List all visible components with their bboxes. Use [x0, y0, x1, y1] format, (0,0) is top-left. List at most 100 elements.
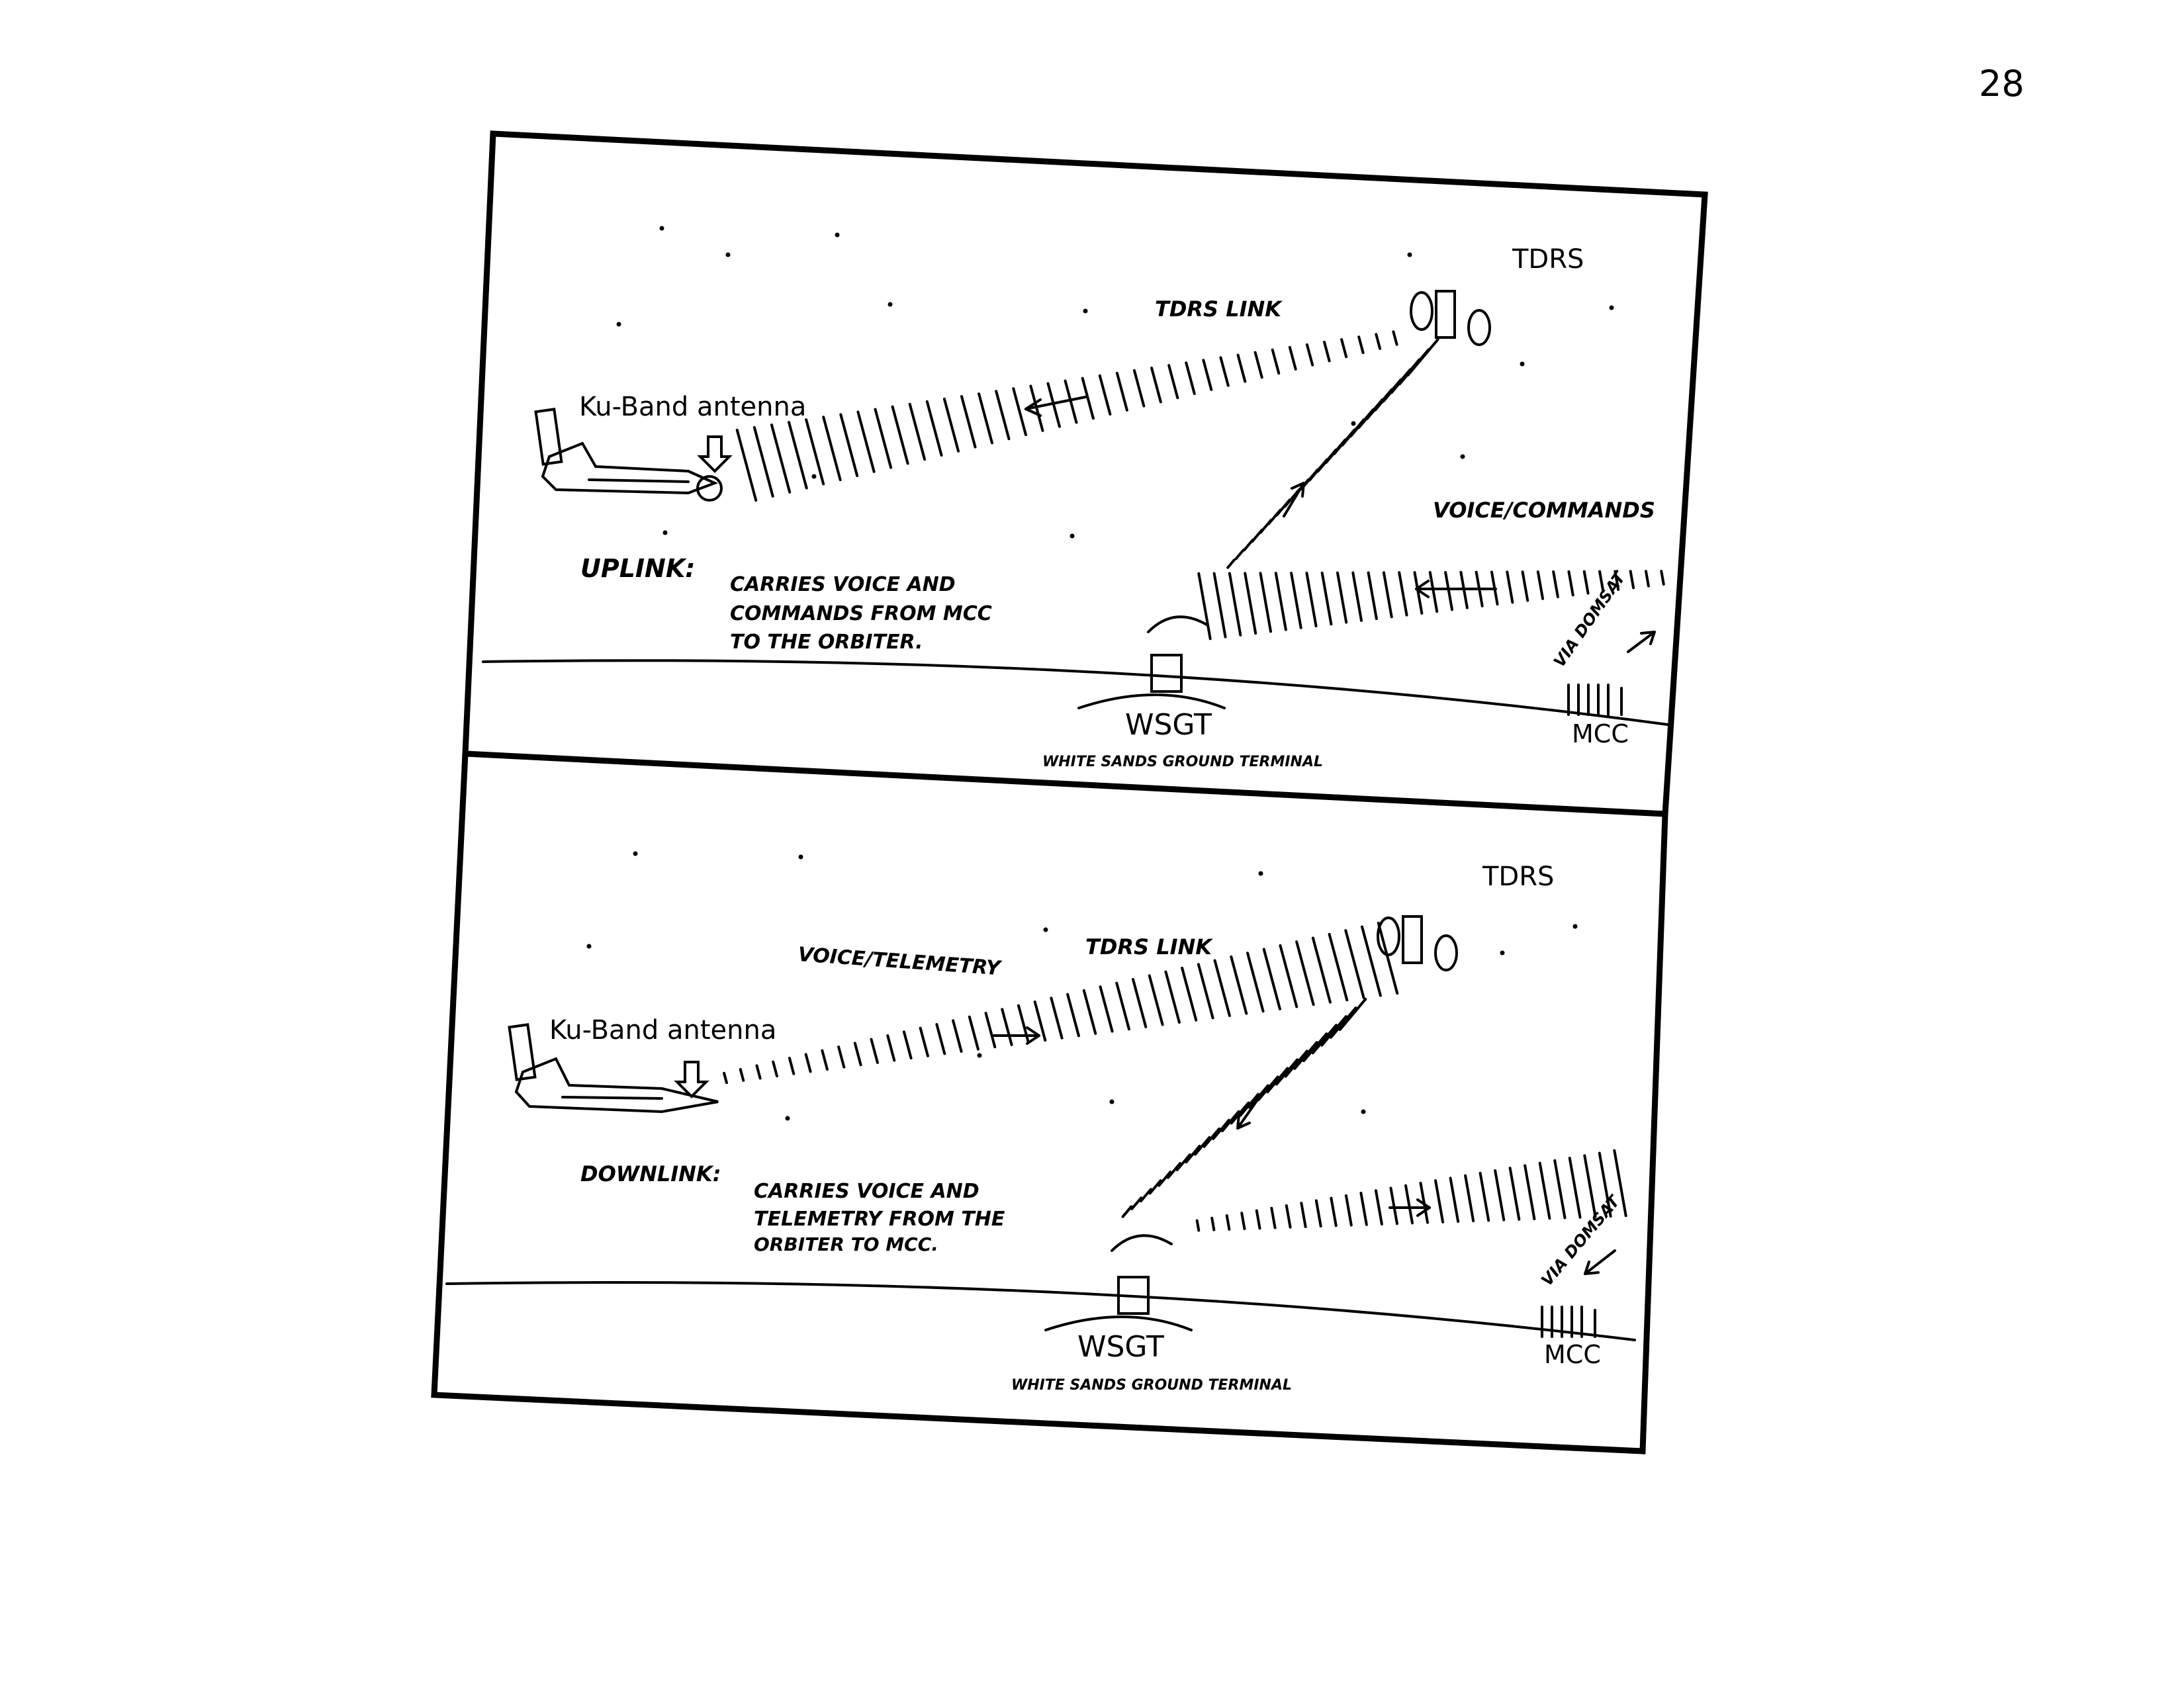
- via-domsat-label: VIA DOMSAT: [1537, 1191, 1624, 1289]
- beam-hatch-line: [1344, 1194, 1353, 1227]
- beam-hatch-line: [1274, 572, 1287, 631]
- tdrs-label: TDRS: [1482, 862, 1554, 892]
- star-dot: [659, 226, 664, 231]
- beam-hatch-line: [1275, 1058, 1299, 1086]
- downlink-panel-frame: [431, 750, 1668, 1454]
- beam-hatch-line: [821, 1049, 829, 1071]
- tdrs-satellite-icon: [1377, 915, 1458, 971]
- wsgt-full-label: WHITE SANDS GROUND TERMINAL: [1011, 1377, 1292, 1394]
- mcc-label: MCC: [1572, 719, 1629, 748]
- beam-hatch-line: [1660, 570, 1665, 586]
- beam-hatch-line: [1508, 1167, 1521, 1221]
- beam-hatch-line: [1115, 981, 1130, 1031]
- beam-hatch-line: [1613, 1149, 1627, 1218]
- beam-hatch-line: [1323, 340, 1331, 363]
- beam-hatch-line: [1033, 1000, 1047, 1042]
- beam-hatch-line: [925, 400, 943, 457]
- beam-hatch-line: [788, 421, 808, 490]
- beam-hatch-line: [919, 1026, 929, 1057]
- beam-hatch-line: [1193, 1136, 1211, 1156]
- beam-hatch-line: [1236, 353, 1247, 383]
- beam-hatch-line: [870, 1038, 879, 1064]
- beam-hatch-line: [902, 1030, 913, 1060]
- beam-hatch-line: [1167, 364, 1179, 400]
- star-dot: [1043, 927, 1048, 932]
- tdrs-satellite-icon: [1410, 290, 1491, 346]
- star-dot: [1500, 950, 1505, 956]
- beam-hatch-line: [1377, 921, 1399, 995]
- signal-arrow-icon: [1024, 396, 1656, 653]
- beam-hatch-line: [1185, 361, 1196, 396]
- downlink-panel: TDRS TDRS LINK VOICE/TELEMETRY Ku-Band a…: [508, 862, 1624, 1394]
- page-number: 28: [1979, 63, 2025, 105]
- wsgt-label: WSGT: [1125, 708, 1212, 742]
- mcc-building-icon: [1567, 684, 1623, 716]
- beam-hatch-line: [1219, 356, 1230, 387]
- beam-hatch-line: [1428, 570, 1439, 613]
- beam-hatch-line: [1300, 1202, 1307, 1228]
- beam-hatch-line: [735, 428, 758, 502]
- beam-hatch-line: [1367, 571, 1378, 621]
- beam-hatch-line: [1202, 359, 1213, 391]
- beam-hatch-line: [984, 1012, 997, 1049]
- star-dot: [785, 1116, 790, 1121]
- beam-hatch-line: [995, 390, 1011, 441]
- beam-hatch-line: [1012, 387, 1027, 436]
- wsgt-label: WSGT: [1077, 1330, 1164, 1364]
- star-dot: [887, 302, 893, 307]
- uplink-panel-frame: [462, 130, 1708, 817]
- beam-hatch-line: [1311, 1024, 1338, 1055]
- beam-hatch-line: [978, 392, 993, 445]
- beam-hatch-line: [1598, 570, 1605, 593]
- beam-hatch-line: [1374, 1189, 1383, 1226]
- beam-hatch-line: [1050, 997, 1064, 1040]
- beam-hatch-line: [968, 1015, 979, 1051]
- downlink-horizon: [445, 1281, 1636, 1341]
- beam-hatch-line: [1066, 993, 1080, 1038]
- beam-hatch-line: [886, 1034, 896, 1062]
- star-dot: [1520, 361, 1525, 367]
- beam-hatch-line: [935, 1023, 946, 1055]
- beam-hatch-line: [1330, 1196, 1338, 1227]
- beam-hatch-line: [1185, 1144, 1201, 1164]
- beam-hatch-line: [1271, 348, 1281, 375]
- signal-arrow-icon: [991, 1026, 1616, 1275]
- star-dot: [835, 232, 840, 238]
- star-dot: [1572, 924, 1578, 929]
- beam-hatch-line: [1568, 1157, 1582, 1219]
- beam-hatch-line: [1536, 570, 1545, 600]
- beam-hatch-line: [1389, 1186, 1398, 1226]
- beam-hatch-line: [1340, 338, 1348, 359]
- beam-hatch-line: [1361, 925, 1382, 997]
- beam-hatch-line: [1226, 558, 1236, 569]
- star-dot: [1609, 305, 1614, 310]
- tdrs-label: TDRS: [1512, 244, 1584, 275]
- star-dot: [1069, 533, 1075, 539]
- beam-hatch-line: [1644, 570, 1650, 588]
- beam-hatch-line: [1357, 335, 1365, 355]
- beam-hatch-line: [1017, 1004, 1030, 1044]
- wsgt-dish-icon: [1077, 615, 1226, 709]
- beam-hatch-line: [1553, 1159, 1567, 1220]
- beam-hatch-line: [1582, 570, 1590, 595]
- beam-hatch-line: [1244, 572, 1257, 635]
- beam-hatch-line: [1213, 959, 1231, 1017]
- wsgt-full-label: WHITE SANDS GROUND TERMINAL: [1042, 754, 1323, 770]
- beam-hatch-line: [837, 1046, 846, 1069]
- beam-hatch-line: [1234, 549, 1245, 560]
- beam-hatch-line: [1166, 1162, 1182, 1179]
- beam-hatch-line: [1320, 571, 1333, 626]
- beam-hatch-line: [1029, 384, 1044, 432]
- wsgt-dish-icon: [1044, 1234, 1193, 1331]
- beam-hatch-line: [856, 410, 876, 473]
- beam-hatch-line: [723, 1071, 728, 1085]
- beam-hatch-line: [1479, 1171, 1490, 1222]
- beam-hatch-line: [804, 1053, 812, 1073]
- beam-hatch-line: [1242, 538, 1254, 552]
- beam-hatch-line: [1351, 571, 1363, 622]
- beam-hatch-line: [1132, 977, 1148, 1028]
- star-dot: [1460, 454, 1465, 459]
- beam-hatch-line: [1336, 571, 1348, 624]
- beam-hatch-line: [1148, 1179, 1162, 1195]
- beam-hatch-line: [1220, 1110, 1240, 1133]
